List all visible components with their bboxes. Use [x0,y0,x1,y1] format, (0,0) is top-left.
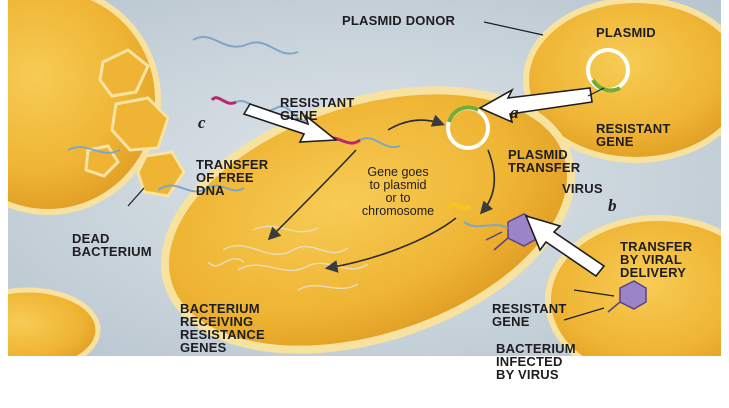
label-plasmid: PLASMID [596,26,656,39]
label-virus: VIRUS [562,182,603,195]
label-plasmid-donor: PLASMID DONOR [342,14,455,27]
letter-b: b [608,196,617,216]
letter-c: c [198,113,206,133]
letter-a: a [510,103,519,123]
